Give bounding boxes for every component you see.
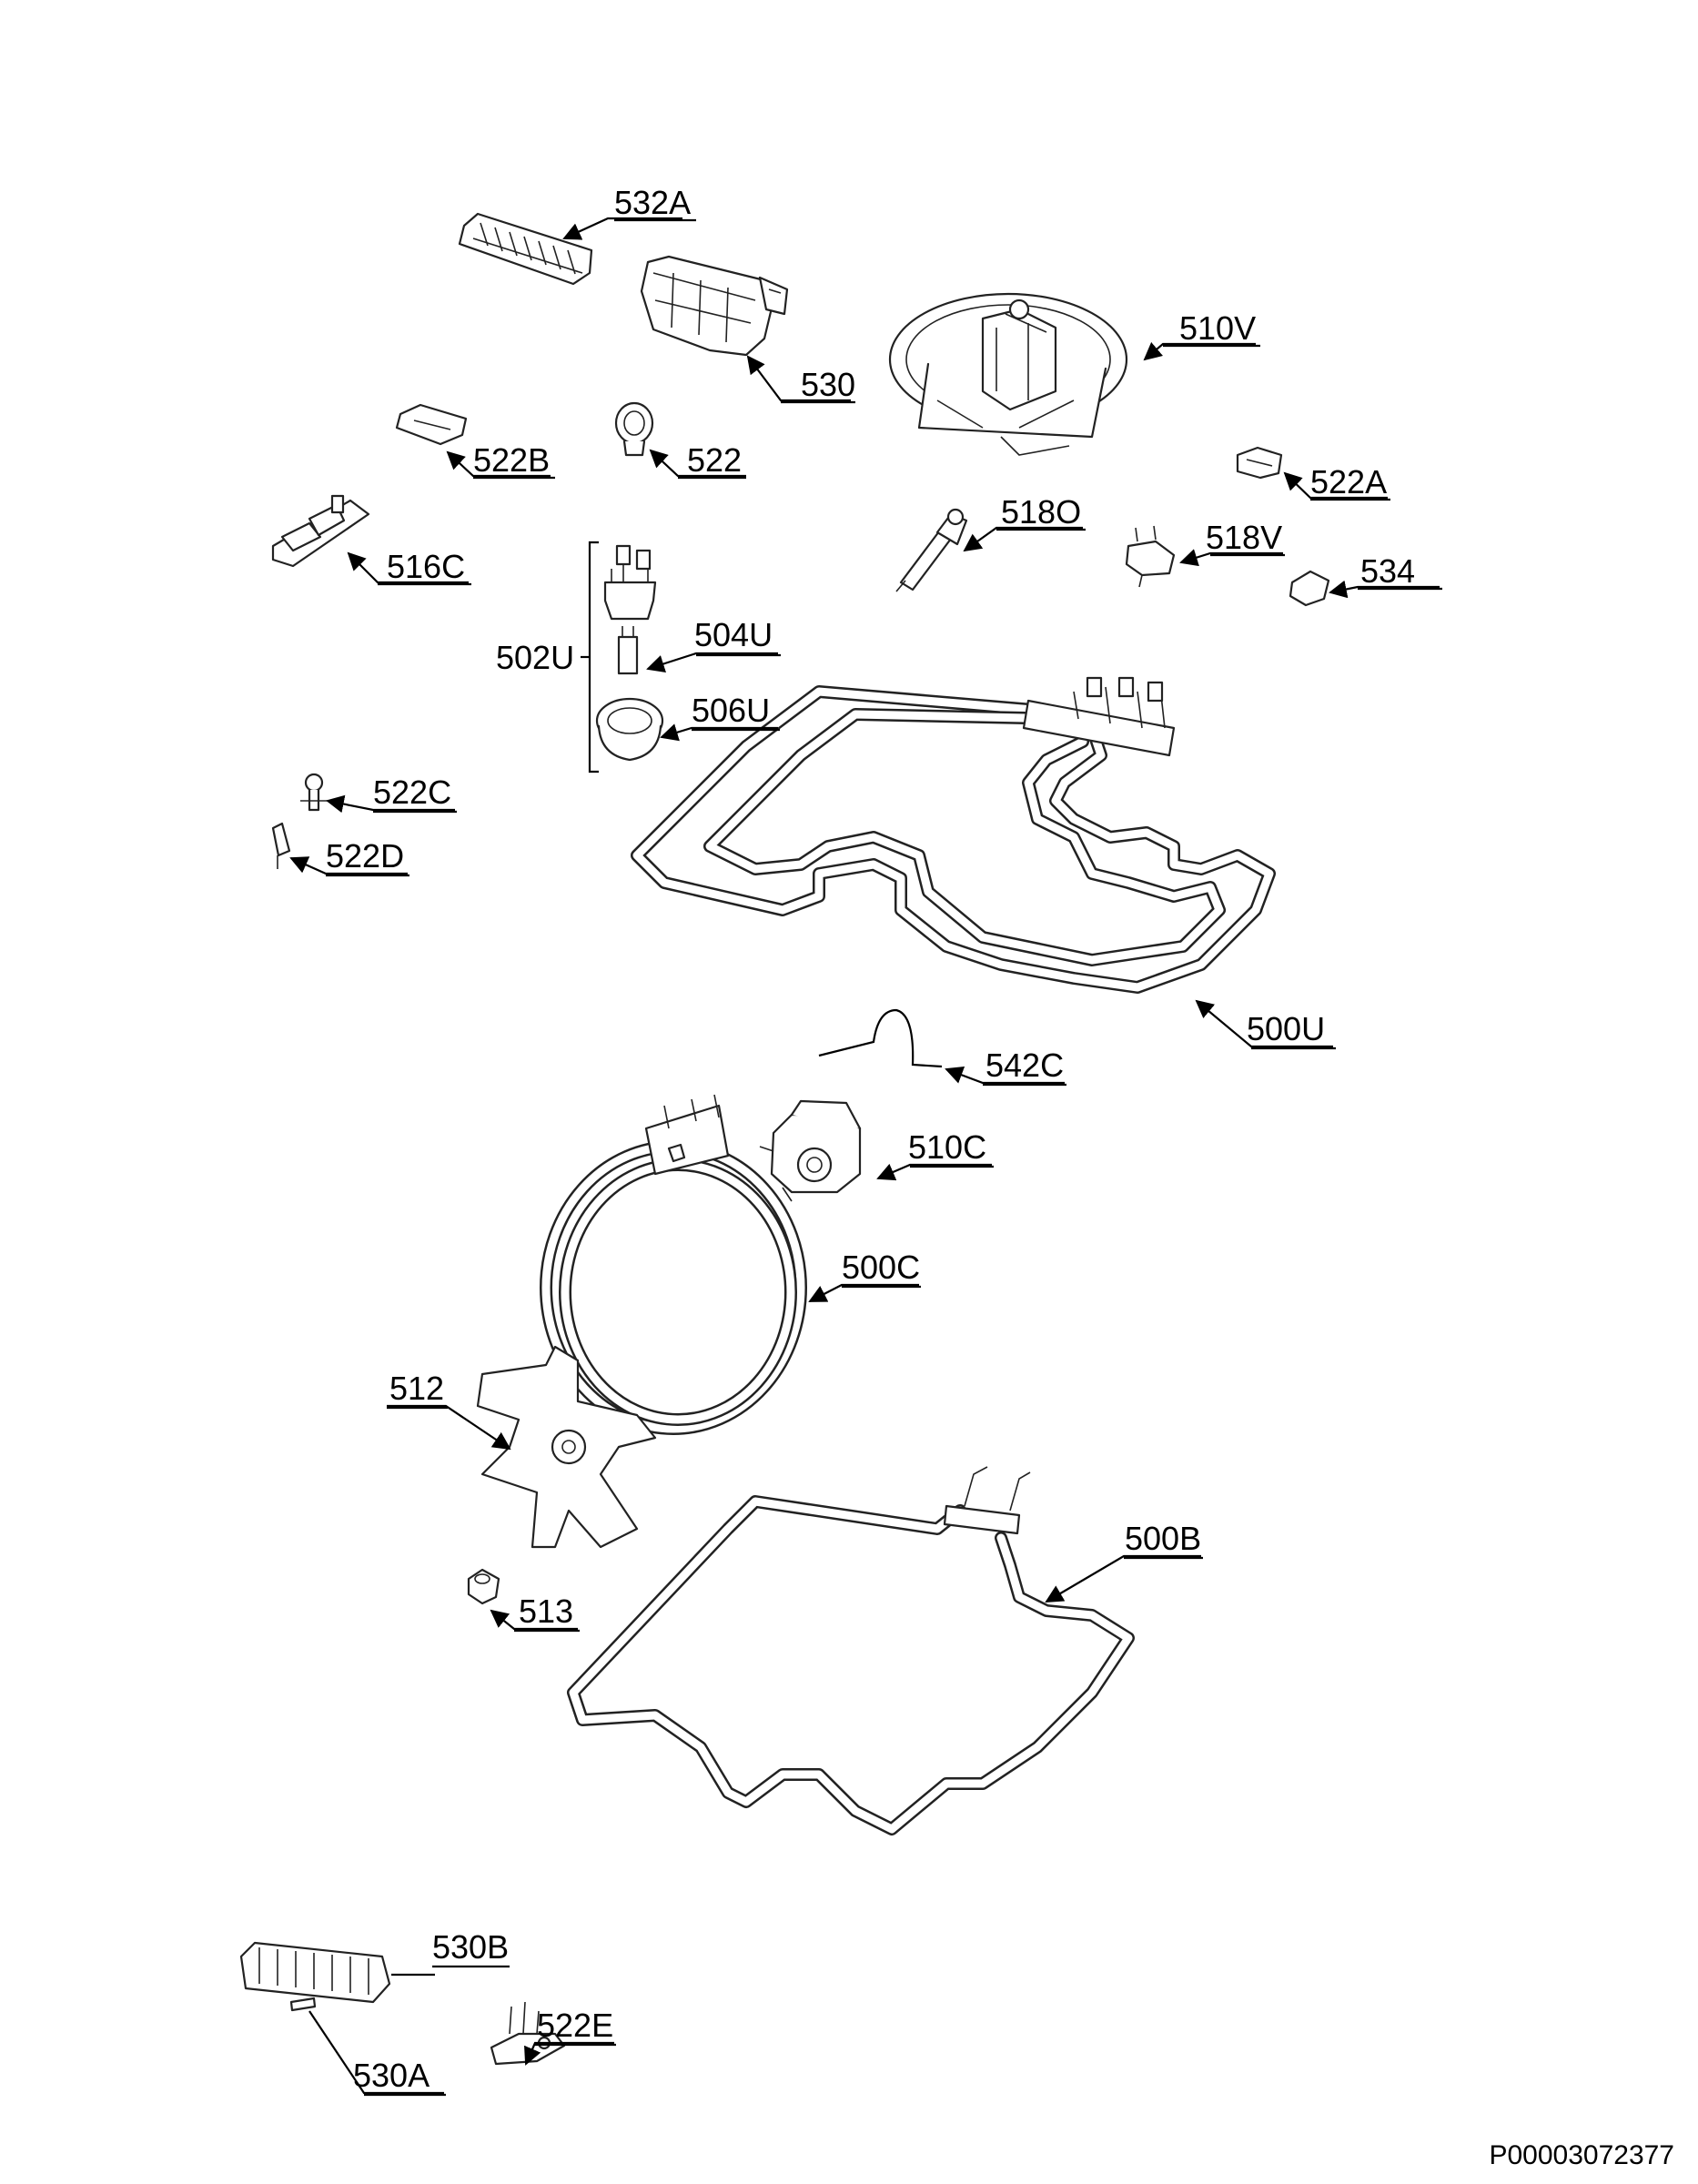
label-502U: 502U <box>496 639 574 676</box>
part-530A-small-clip <box>289 1997 317 2012</box>
label-500B: 500B <box>1125 1520 1201 1557</box>
part-506U-lamp-cover <box>595 697 664 762</box>
part-530B-terminal-block <box>239 1941 391 2004</box>
label-504U: 504U <box>694 616 773 653</box>
part-534-cap <box>1289 570 1330 607</box>
label-534: 534 <box>1360 552 1415 590</box>
label-518O: 518O <box>1001 493 1081 531</box>
part-522C-fastener <box>300 773 328 812</box>
part-522D-fastener <box>271 822 291 869</box>
label-510V: 510V <box>1179 309 1256 347</box>
label-522C: 522C <box>373 774 451 811</box>
label-513: 513 <box>519 1592 573 1630</box>
label-542C: 542C <box>985 1046 1064 1084</box>
label-500C: 500C <box>842 1249 920 1286</box>
label-522E: 522E <box>537 2007 613 2044</box>
label-522: 522 <box>687 441 742 479</box>
label-530: 530 <box>801 366 855 403</box>
part-518V-thermostat <box>1125 525 1176 588</box>
label-518V: 518V <box>1206 519 1282 556</box>
part-522B-clip <box>395 403 468 446</box>
label-522B: 522B <box>473 441 550 479</box>
label-530B: 530B <box>432 1928 509 1966</box>
part-510C-fan-motor <box>759 1099 862 1202</box>
part-532A-terminal-strip <box>458 212 593 286</box>
label-506U: 506U <box>692 692 770 729</box>
label-522D: 522D <box>326 837 404 875</box>
label-532A: 532A <box>614 184 691 221</box>
part-522A-clip <box>1236 446 1283 480</box>
part-513-nut <box>467 1568 500 1605</box>
part-510V-cooling-fan <box>888 292 1128 456</box>
part-labels: 532A 530 510V 522B 522 522A 516C 518O 51… <box>326 184 1442 2097</box>
label-510C: 510C <box>908 1128 986 1166</box>
label-516C: 516C <box>387 548 465 585</box>
part-516C-pcb-module <box>271 494 370 568</box>
leader-lines <box>289 217 1440 2095</box>
label-512: 512 <box>389 1370 444 1407</box>
part-500C-circular-element <box>540 1094 807 1435</box>
part-500B-bottom-element <box>567 1466 1135 1835</box>
part-542C-wire-clip <box>818 1008 943 1068</box>
label-500U: 500U <box>1247 1010 1325 1047</box>
part-512-fan-blade <box>476 1345 657 1549</box>
document-id: P00003072377 <box>1489 2140 1674 2170</box>
part-530-selector-switch <box>640 255 789 357</box>
label-530A: 530A <box>353 2057 430 2094</box>
part-500U-grill-element <box>631 676 1276 994</box>
part-518O-thermostat-probe <box>895 508 968 592</box>
part-504U-bulb <box>617 626 639 675</box>
label-522A: 522A <box>1310 463 1387 500</box>
part-522-ring-clip <box>614 401 654 457</box>
part-502U-lamp-holder <box>603 544 657 621</box>
